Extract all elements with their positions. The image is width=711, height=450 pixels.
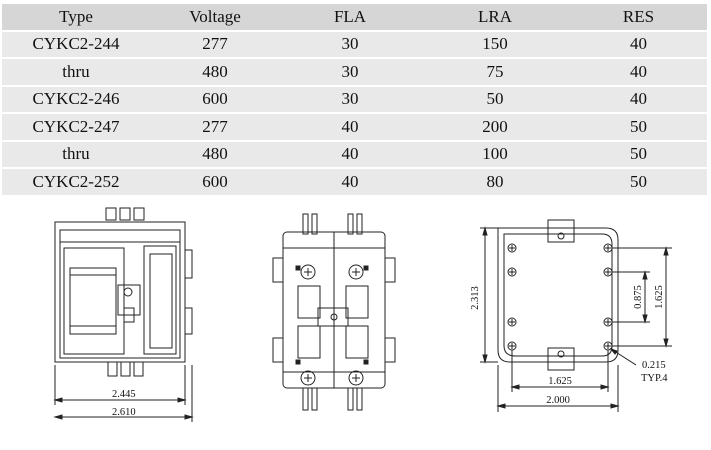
cell-fla: 40 <box>341 171 359 191</box>
table-row: CYKC2-244 277 30 150 40 <box>2 30 707 58</box>
header-voltage: Voltage <box>189 6 241 26</box>
hole-note-label: TYP.4 <box>641 373 668 384</box>
cell-res: 50 <box>630 116 647 136</box>
cell-voltage: 277 <box>202 116 228 136</box>
mounting-view-drawing <box>480 219 672 412</box>
table-row: thru 480 40 100 50 <box>2 140 707 168</box>
cell-voltage: 480 <box>202 144 228 164</box>
header-type: Type <box>59 6 93 26</box>
cell-lra: 150 <box>482 34 508 54</box>
cell-lra: 100 <box>482 144 508 164</box>
dim-2445-label: 2.445 <box>112 389 136 400</box>
header-lra: LRA <box>478 6 512 26</box>
cell-lra: 50 <box>486 89 504 109</box>
cell-voltage: 480 <box>202 61 228 81</box>
cell-type: thru <box>62 61 90 81</box>
table-row: thru 480 30 75 40 <box>2 58 707 86</box>
cell-fla: 40 <box>341 144 359 164</box>
front-view-drawing <box>272 213 396 411</box>
dim-0875-label: 0.875 <box>633 285 644 309</box>
hole-diameter-label: 0.215 <box>642 360 666 371</box>
cell-res: 50 <box>630 144 647 164</box>
cell-lra: 200 <box>482 116 508 136</box>
cell-fla: 30 <box>341 61 359 81</box>
cell-voltage: 600 <box>202 171 228 191</box>
cell-res: 40 <box>630 34 647 54</box>
header-res: RES <box>622 6 655 26</box>
spec-table: Type Voltage FLA LRA RES CYKC2-244 277 3… <box>2 4 707 195</box>
cell-fla: 40 <box>341 116 359 136</box>
cell-lra: 75 <box>486 61 504 81</box>
cell-type: CYKC2-246 <box>32 89 120 109</box>
cell-type: thru <box>62 144 90 164</box>
cell-res: 40 <box>630 89 647 109</box>
dim-1625-vertical-label: 1.625 <box>654 285 665 309</box>
dim-1625-horizontal-label: 1.625 <box>548 376 572 387</box>
dim-2610-label: 2.610 <box>112 407 136 418</box>
header-fla: FLA <box>333 6 367 26</box>
cell-lra: 80 <box>486 171 504 191</box>
table-row: CYKC2-246 600 30 50 40 <box>2 85 707 113</box>
table-row: CYKC2-247 277 40 200 50 <box>2 113 707 141</box>
cell-voltage: 600 <box>202 89 228 109</box>
table-row: CYKC2-252 600 40 80 50 <box>2 168 707 195</box>
drawings-area: 2.445 2.610 <box>0 200 711 450</box>
side-view-drawing <box>53 207 194 422</box>
cell-fla: 30 <box>341 89 359 109</box>
cell-fla: 30 <box>341 34 359 54</box>
cell-voltage: 277 <box>202 34 228 54</box>
cell-type: CYKC2-252 <box>32 171 120 191</box>
cell-type: CYKC2-247 <box>32 116 120 136</box>
cell-res: 40 <box>630 61 647 81</box>
table-header-row: Type Voltage FLA LRA RES <box>2 4 707 31</box>
technical-drawings: 2.445 2.610 <box>53 207 672 422</box>
dim-2000-label: 2.000 <box>546 395 570 406</box>
cell-type: CYKC2-244 <box>32 34 120 54</box>
cell-res: 50 <box>630 171 647 191</box>
dim-2313-label: 2.313 <box>470 286 481 310</box>
